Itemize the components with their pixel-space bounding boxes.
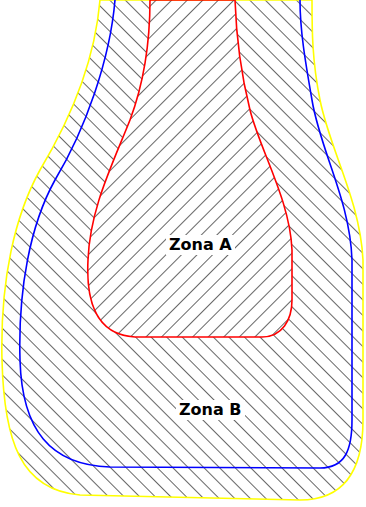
zone-label: Zona B (176, 400, 245, 420)
red-boundary (88, 0, 292, 337)
blue-boundary (20, 0, 352, 468)
zone-label-wrap: Zona A (166, 235, 235, 255)
inner-outline (86, 0, 293, 338)
zone-label-wrap: Zona B (176, 400, 245, 420)
yellow-boundary (2, 0, 363, 500)
zone-label: Zona A (166, 235, 235, 255)
inner-zone: Zona A (86, 0, 293, 338)
hatch-a (88, 0, 292, 337)
hatch-b (2, 0, 363, 500)
